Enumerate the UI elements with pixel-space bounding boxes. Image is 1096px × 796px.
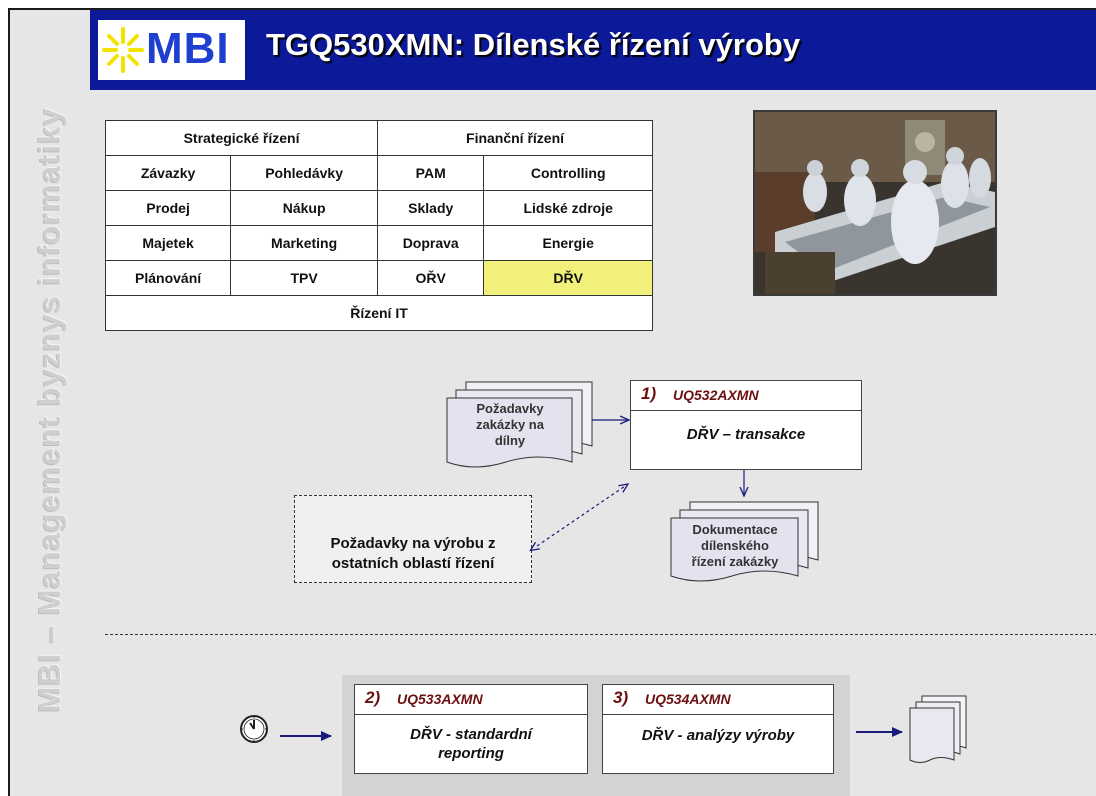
bottom-flow bbox=[240, 695, 967, 763]
process-2-label: DŘV - standardní reporting bbox=[410, 726, 532, 762]
input-document-label: Požadavky zakázky na dílny bbox=[476, 401, 544, 448]
grid-cell: Lidské zdroje bbox=[483, 190, 653, 226]
process-1-label: DŘV – transakce bbox=[686, 426, 806, 443]
process-3-header: 3) UQ534AXMN bbox=[603, 685, 833, 715]
grid-cell: Controlling bbox=[483, 155, 653, 191]
sidebar: MBI – Management byznys informatiky bbox=[10, 10, 90, 796]
grid-row: Plánování TPV OŘV DŘV bbox=[104, 260, 653, 296]
other-requirements-label: Požadavky na výrobu z ostatních oblastí … bbox=[330, 535, 496, 572]
grid-footer-row: Řízení IT bbox=[105, 295, 653, 331]
process-3-label: DŘV - analýzy výroby bbox=[641, 727, 795, 744]
grid-cell: TPV bbox=[230, 260, 379, 296]
clock-icon bbox=[240, 715, 268, 743]
logo-text: MBI bbox=[146, 24, 230, 73]
grid-row: Majetek Marketing Doprava Energie bbox=[104, 225, 653, 261]
grid-cell: Sklady bbox=[377, 190, 485, 226]
arrow-bidirectional-dashed bbox=[537, 484, 628, 546]
grid-header-strategic: Strategické řízení bbox=[104, 120, 379, 156]
process-1-box: 1) UQ532AXMN DŘV – transakce bbox=[630, 380, 862, 470]
process-3-number: 3) bbox=[613, 688, 629, 707]
section-divider bbox=[105, 634, 1096, 635]
process-1-number: 1) bbox=[641, 384, 657, 403]
header-bar: MBI TGQ530XMN: Dílenské řízení výroby bbox=[90, 10, 1096, 90]
input-document-stack bbox=[446, 381, 593, 468]
process-3-box: 3) UQ534AXMN DŘV - analýzy výroby bbox=[602, 684, 834, 774]
grid-cell: Závazky bbox=[104, 155, 232, 191]
grid-cell: OŘV bbox=[377, 260, 485, 296]
grid-footer-it: Řízení IT bbox=[105, 295, 653, 331]
slide: MBI – Management byznys informatiky MBI … bbox=[8, 8, 1096, 796]
grid-row: Závazky Pohledávky PAM Controlling bbox=[104, 155, 653, 191]
management-areas-grid: Strategické řízení Finanční řízení Závaz… bbox=[104, 120, 653, 331]
grid-cell: Nákup bbox=[230, 190, 379, 226]
grid-cell: Prodej bbox=[104, 190, 232, 226]
sun-icon bbox=[102, 27, 144, 73]
process-2-number: 2) bbox=[365, 688, 381, 707]
other-requirements-box: Požadavky na výrobu z ostatních oblastí … bbox=[294, 495, 532, 583]
grid-header-financial: Finanční řízení bbox=[377, 120, 653, 156]
grid-header-row: Strategické řízení Finanční řízení bbox=[104, 120, 653, 156]
process-1-header: 1) UQ532AXMN bbox=[631, 381, 861, 411]
process-2-code: UQ533AXMN bbox=[397, 691, 483, 707]
output-document-stack bbox=[670, 501, 819, 582]
process-3-code: UQ534AXMN bbox=[645, 691, 731, 707]
process-1-code: UQ532AXMN bbox=[673, 387, 759, 403]
factory-photo bbox=[753, 110, 997, 296]
grid-cell: PAM bbox=[377, 155, 485, 191]
grid-cell: Majetek bbox=[104, 225, 232, 261]
grid-cell-highlighted: DŘV bbox=[483, 260, 653, 296]
process-2-box: 2) UQ533AXMN DŘV - standardní reporting bbox=[354, 684, 588, 774]
page-title: TGQ530XMN: Dílenské řízení výroby bbox=[266, 27, 801, 62]
factory-photo-illustration bbox=[755, 112, 995, 294]
grid-cell: Marketing bbox=[230, 225, 379, 261]
grid-row: Prodej Nákup Sklady Lidské zdroje bbox=[104, 190, 653, 226]
output-document-label: Dokumentace dílenského řízení zakázky bbox=[691, 522, 779, 569]
process-2-header: 2) UQ533AXMN bbox=[355, 685, 587, 715]
mbi-logo: MBI bbox=[98, 20, 245, 80]
grid-cell: Pohledávky bbox=[230, 155, 379, 191]
flow-arrows bbox=[10, 10, 1096, 796]
report-documents-icon bbox=[909, 695, 967, 763]
